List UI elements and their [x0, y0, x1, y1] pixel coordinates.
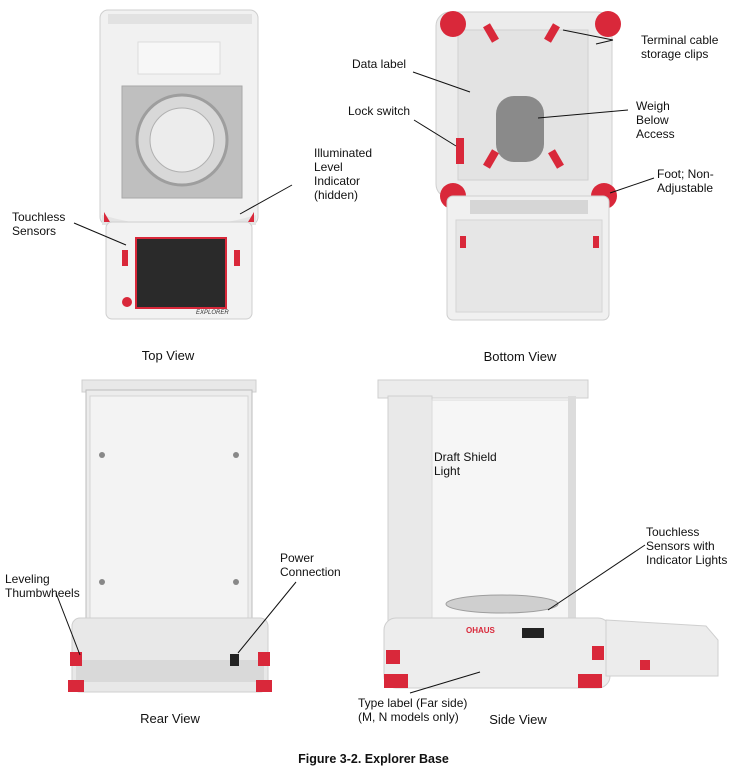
leader-illuminated-level — [239, 184, 293, 215]
leader-data-label — [412, 71, 471, 93]
label-touchless-sensors-with-lights: Touchless Sensors with Indicator Lights — [646, 525, 728, 567]
figure-caption: Figure 3-2. Explorer Base — [298, 752, 449, 766]
leader-lock-switch — [413, 119, 457, 147]
leader-terminal-clips-2 — [595, 39, 614, 45]
label-power-connection: Power Connection — [280, 551, 341, 579]
leader-foot — [609, 177, 655, 194]
caption-side-view: Side View — [489, 712, 547, 727]
ohaus-brand-text: OHAUS — [466, 626, 495, 635]
leader-weigh-below — [537, 109, 629, 119]
leader-touchless-sensors — [73, 222, 127, 246]
caption-top-view: Top View — [141, 348, 195, 363]
label-illuminated-level-indicator: Illuminated Level Indicator (hidden) — [314, 146, 373, 202]
leader-type-label — [409, 671, 481, 694]
leader-terminal-clips-1 — [562, 29, 614, 41]
top-view-balance — [99, 9, 259, 320]
rear-view-balance — [68, 379, 272, 693]
label-lock-switch: Lock switch — [348, 104, 411, 118]
caption-rear-view: Rear View — [140, 711, 200, 726]
caption-bottom-view: Bottom View — [483, 349, 557, 364]
bottom-view-balance — [435, 11, 621, 321]
leader-power — [237, 581, 297, 654]
label-touchless-sensors: Touchless Sensors — [12, 210, 66, 238]
label-type-label: Type label (Far side) (M, N models only) — [358, 696, 468, 724]
explorer-brand-text: EXPLORER — [196, 310, 229, 316]
label-leveling-thumbwheels: Leveling Thumbwheels — [5, 572, 80, 600]
side-view-balance — [377, 379, 719, 689]
leader-leveling — [55, 592, 81, 656]
label-weigh-below-access: Weigh Below Access — [636, 99, 675, 141]
label-terminal-cable-clips: Terminal cable storage clips — [641, 33, 719, 61]
leader-touchless-lights — [547, 544, 646, 611]
label-data-label: Data label — [352, 57, 407, 71]
label-draft-shield-light: Draft Shield Light — [434, 450, 497, 478]
label-foot-non-adjustable: Foot; Non- Adjustable — [657, 167, 714, 195]
